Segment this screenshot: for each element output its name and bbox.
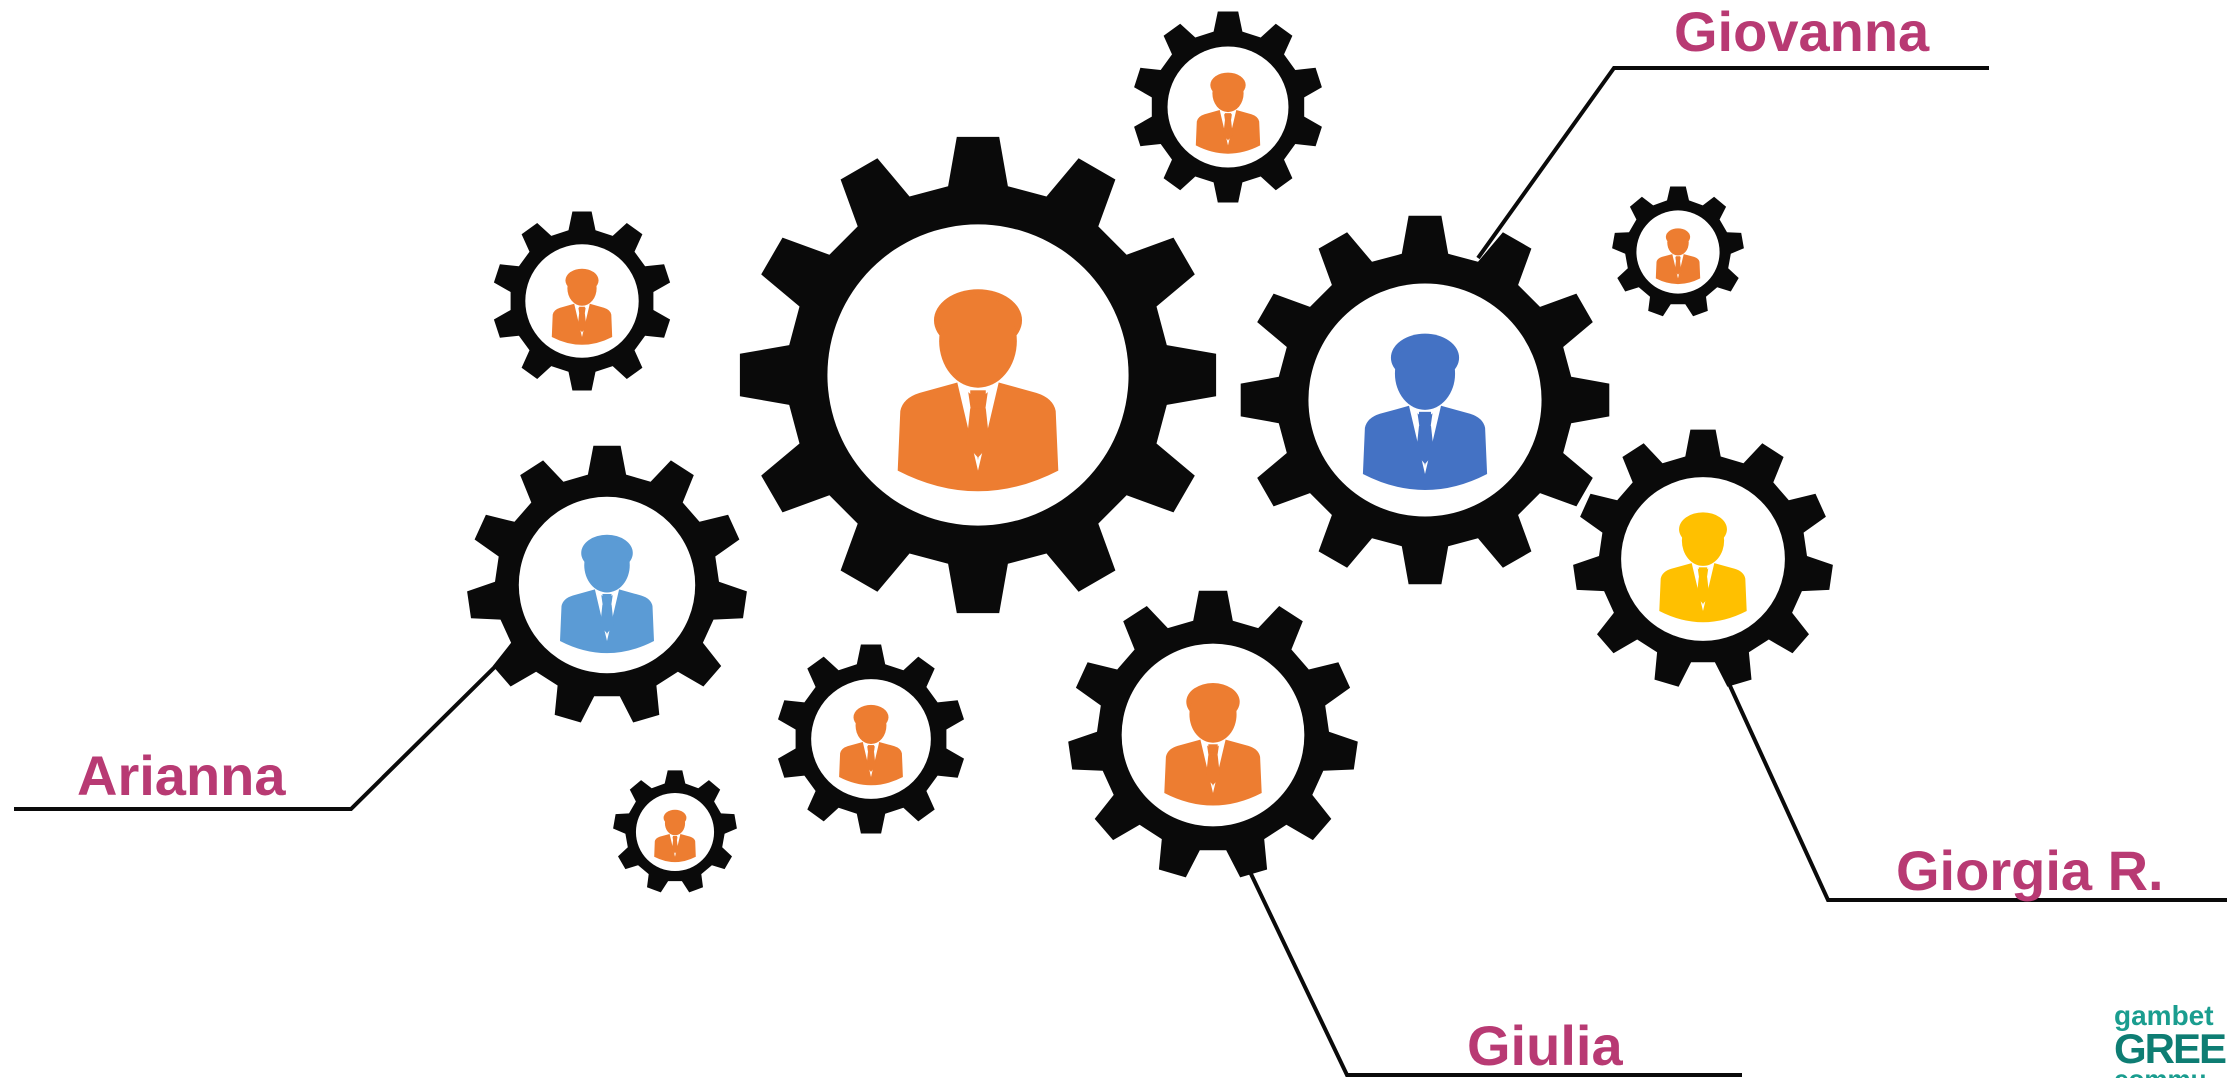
gear-arianna (467, 445, 747, 723)
person-icon (654, 809, 696, 863)
gear-giovanna (1240, 215, 1610, 585)
label-giovanna: Giovanna (1674, 0, 1930, 63)
label-arianna: Arianna (77, 744, 286, 807)
gambettola-green-community-logo: gambet GREE commu (2114, 1000, 2227, 1078)
person-icon (839, 704, 903, 786)
person-icon (551, 268, 613, 345)
label-giorgia: Giorgia R. (1896, 839, 2164, 902)
connector-giulia (1239, 852, 1742, 1077)
person-icon (1659, 512, 1747, 623)
person-icon (560, 534, 654, 654)
gear-giulia (1068, 590, 1358, 878)
connector-giovanna (1476, 66, 1989, 260)
person-icon (1362, 333, 1488, 491)
gear-mid-bottom (778, 644, 964, 834)
connector-giorgia (1718, 663, 2227, 902)
logo-line-1: gambet (2114, 1000, 2214, 1031)
gear-small-right (1612, 186, 1744, 317)
person-icon (1164, 683, 1262, 806)
gear-upper-left (493, 211, 671, 391)
gear-top (1134, 11, 1322, 203)
label-giulia: Giulia (1467, 1014, 1623, 1077)
connector-lines (14, 66, 2227, 1077)
gear-main (739, 136, 1217, 614)
logo-line-2: GREE (2114, 1025, 2227, 1072)
connector-arianna (14, 646, 516, 811)
logo-line-3: commu (2114, 1066, 2206, 1078)
gear-giorgia (1573, 429, 1833, 687)
person-icon (1655, 228, 1701, 285)
person-icon (1195, 72, 1261, 154)
gear-small-bottom (613, 770, 737, 893)
person-icon (897, 289, 1059, 492)
gears-group (467, 11, 1833, 893)
